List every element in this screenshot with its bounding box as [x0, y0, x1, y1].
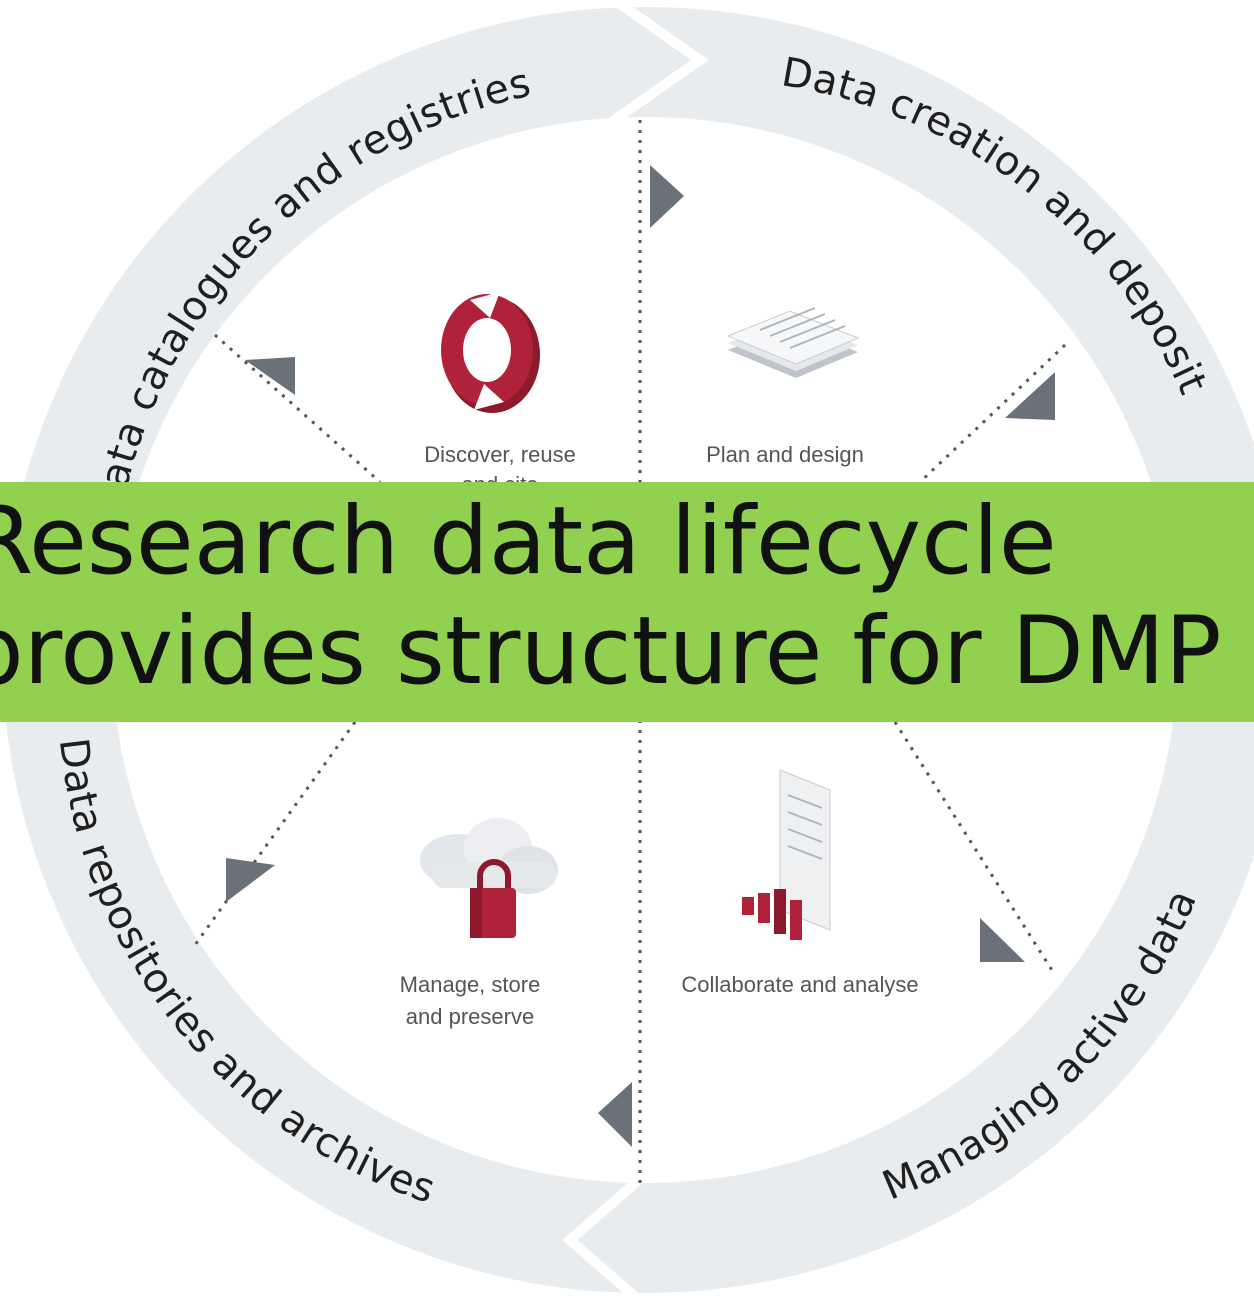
plan-documents-icon — [726, 307, 860, 378]
arrow-marker-bottom — [598, 1082, 632, 1147]
banner-title-line-1: Research data lifecycle — [0, 487, 1057, 596]
title-banner: Research data lifecycle provides structu… — [0, 482, 1254, 722]
stage-label-collaborate: Collaborate and analyse — [681, 972, 918, 997]
arrow-marker-lower-left — [226, 858, 275, 902]
manage-cloud-lock-icon — [420, 818, 558, 938]
ring-chevron-top — [597, 0, 709, 135]
arrow-marker-upper-left — [245, 357, 295, 395]
banner-title-line-2: provides structure for DMP — [0, 597, 1222, 706]
discover-recycle-icon — [441, 292, 540, 413]
divider-lower-left — [193, 721, 357, 946]
stage-label-manage-2: and preserve — [406, 1004, 534, 1029]
stage-label-manage: Manage, store — [400, 972, 541, 997]
arrow-marker-upper-right — [1005, 372, 1055, 420]
collaborate-chart-icon — [742, 769, 831, 940]
stage-label-discover: Discover, reuse — [424, 442, 576, 467]
stage-label-plan: Plan and design — [706, 442, 864, 467]
arrow-marker-lower-right — [980, 918, 1025, 962]
divider-upper-left — [214, 333, 381, 484]
ring-chevron-bottom — [562, 1166, 654, 1302]
arrow-marker-top — [650, 165, 684, 228]
divider-lower-right — [893, 721, 1057, 976]
